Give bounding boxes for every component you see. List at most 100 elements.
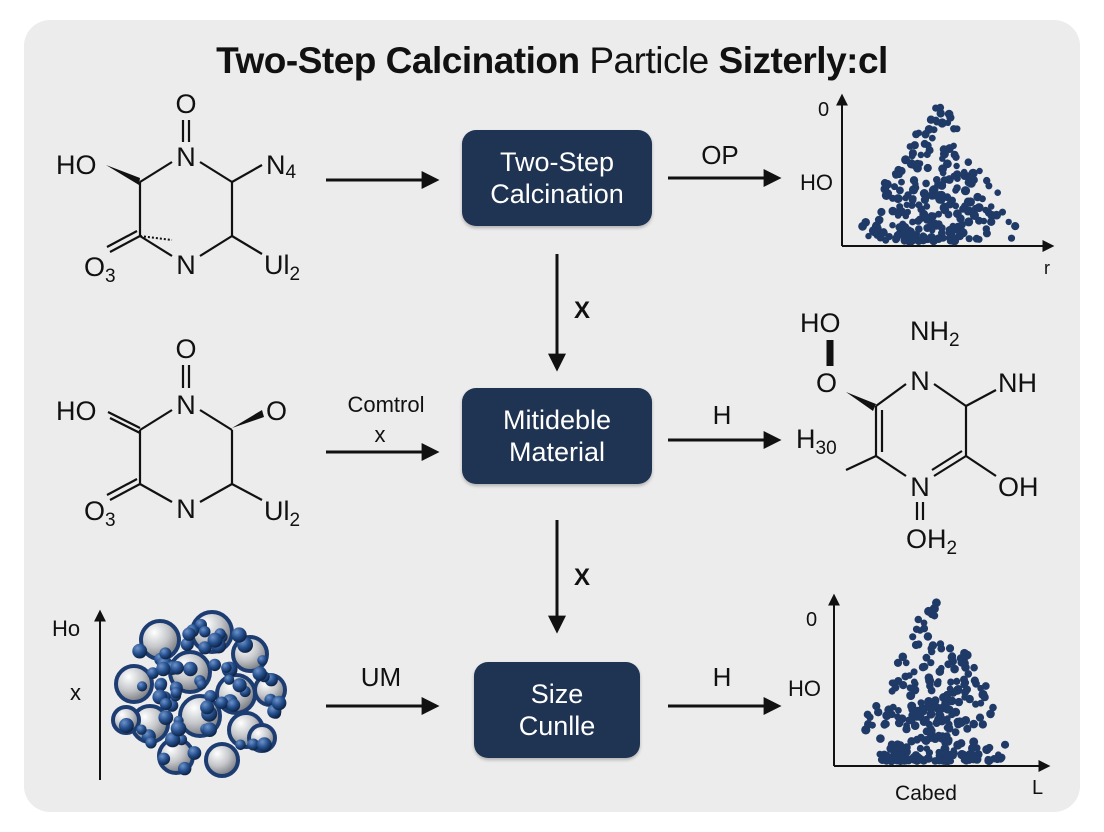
scatter-point (941, 752, 949, 760)
m3-nh: NH (998, 368, 1037, 398)
scatter-point (899, 681, 908, 690)
scatter-point (893, 658, 903, 668)
scatter-point (868, 226, 878, 236)
scatter-point (942, 147, 950, 155)
scatter-point (908, 201, 916, 209)
m1-top-o: O (175, 89, 196, 119)
scatter-point (935, 711, 945, 720)
scatter-point (922, 214, 932, 224)
label-x-down-2: X (574, 564, 590, 591)
scatter-point (951, 728, 960, 737)
scatter-point (926, 725, 935, 733)
cluster-sphere (159, 697, 172, 711)
scatter-point (1001, 740, 1010, 749)
scatter-point (987, 210, 997, 220)
m1-ring-n-top: N (176, 142, 196, 172)
scatter-point (903, 722, 910, 729)
scatter-point (866, 713, 874, 721)
scatter-point (972, 700, 980, 708)
cluster-sphere (137, 681, 148, 692)
scatter-point (864, 720, 873, 729)
scatter-point (963, 724, 972, 733)
cluster-sphere (156, 661, 171, 677)
scatter-point (982, 206, 989, 214)
scatter-point (897, 166, 906, 176)
title-part-1: Two-Step Calcination (216, 40, 580, 81)
scatter-point (907, 737, 916, 746)
scatter-point (924, 697, 934, 707)
cluster-sphere (114, 664, 154, 704)
scatter-point (861, 218, 870, 227)
scatter-point (961, 678, 970, 687)
scatter-point (983, 176, 991, 185)
cluster-sphere (157, 752, 171, 765)
cluster-sphere (200, 700, 215, 715)
scatter-point (960, 659, 969, 668)
scatter-point (982, 229, 991, 238)
scatter-point (976, 167, 983, 175)
cluster-sphere (187, 746, 202, 760)
scatter-point (923, 163, 932, 172)
scatter-point (902, 743, 911, 752)
scatter-point (994, 756, 1001, 764)
scatter-point (916, 160, 924, 167)
scatter-point (936, 191, 944, 199)
scatter-point (975, 216, 983, 225)
scatter-point (952, 153, 960, 161)
scatter-point (920, 619, 928, 627)
m3-n-bottom: N (910, 472, 930, 502)
scatter-plot-bottom: 0 HO Cabed L (788, 593, 1051, 805)
molecule-2: O N HO O N O3 Ul2 (56, 334, 300, 531)
scatter-point (923, 150, 931, 159)
scatter-bottom-points (861, 598, 1010, 766)
scatter-point (944, 715, 951, 722)
label-control-x: x (375, 422, 386, 447)
scatter-point (972, 679, 980, 688)
m3-h30: H30 (796, 424, 837, 459)
scatter-point (888, 687, 896, 695)
cluster-sphere (145, 737, 157, 749)
scatter-point (953, 685, 962, 695)
scatter-point (881, 719, 889, 727)
m3-o: O (816, 368, 837, 398)
scatter-point (940, 744, 950, 754)
scatter-point (982, 745, 992, 755)
scatter-point (912, 130, 920, 139)
scatter-point (879, 756, 887, 764)
scatter-point (943, 193, 952, 202)
label-h-row3: H (713, 662, 732, 692)
scatter-point (946, 113, 955, 122)
scatter-point (910, 668, 918, 676)
cluster-sphere (221, 662, 232, 673)
scatter-point (954, 697, 964, 707)
scatter-point (951, 224, 961, 234)
cluster-sphere (215, 696, 229, 709)
m1-bottom-n: N (176, 250, 196, 280)
scatter-point (879, 228, 888, 237)
scatter-point (895, 707, 902, 714)
scatter-point (975, 713, 985, 722)
scatter-point (961, 716, 971, 725)
box-mitideble-material: Mitideble Material (462, 388, 652, 484)
scatter-point (918, 663, 928, 672)
cluster-sphere (147, 667, 159, 679)
scatter-top-points (858, 103, 1020, 246)
scatter-plot-top: 0 HO r (800, 93, 1055, 278)
scatter-bottom-x-end: L (1032, 777, 1043, 799)
scatter-point (978, 689, 988, 700)
cluster-sphere (231, 627, 247, 643)
scatter-point (929, 227, 936, 234)
box-two-step-calcination: Two-Step Calcination (462, 130, 652, 226)
scatter-point (876, 734, 885, 743)
scatter-point (936, 109, 945, 118)
scatter-point (909, 218, 916, 226)
scatter-point (920, 233, 928, 241)
scatter-point (968, 744, 977, 753)
m3-nh2: NH2 (910, 316, 960, 351)
label-h-row2: H (713, 400, 732, 430)
scatter-point (906, 672, 913, 679)
scatter-point (889, 703, 897, 711)
molecule-3: HO O N NH2 NH H30 N OH OH2 (796, 308, 1039, 559)
scatter-point (961, 688, 970, 697)
box-material-line-2: Material (508, 437, 606, 467)
